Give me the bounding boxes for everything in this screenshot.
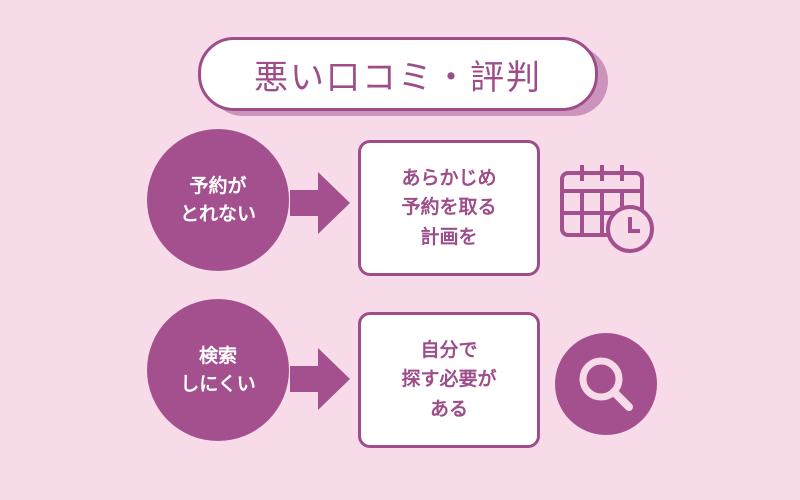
solution-line: 自分で bbox=[420, 338, 478, 361]
problem-line: とれない bbox=[179, 203, 256, 225]
calendar-clock-icon bbox=[560, 165, 654, 253]
arrow-right-icon bbox=[290, 348, 350, 410]
problem-line: しにくい bbox=[180, 373, 256, 395]
solution-box-search: 自分で 探す必要が ある bbox=[358, 312, 540, 448]
problem-circle-reservation: 予約が とれない bbox=[147, 129, 289, 271]
solution-line: ある bbox=[429, 397, 468, 420]
search-icon bbox=[555, 333, 657, 435]
solution-box-reservation: あらかじめ 予約を取る 計画を bbox=[358, 140, 540, 276]
solution-line: あらかじめ bbox=[401, 166, 497, 189]
solution-line: 探す必要が bbox=[401, 368, 497, 391]
solution-line: 計画を bbox=[420, 225, 478, 248]
solution-line: 予約を取る bbox=[401, 196, 497, 219]
page-title: 悪い口コミ・評判 bbox=[198, 37, 598, 111]
problem-circle-search: 検索 しにくい bbox=[147, 299, 289, 441]
problem-line: 予約が bbox=[189, 174, 247, 197]
problem-line: 検索 bbox=[198, 344, 237, 367]
arrow-right-icon bbox=[290, 172, 350, 234]
